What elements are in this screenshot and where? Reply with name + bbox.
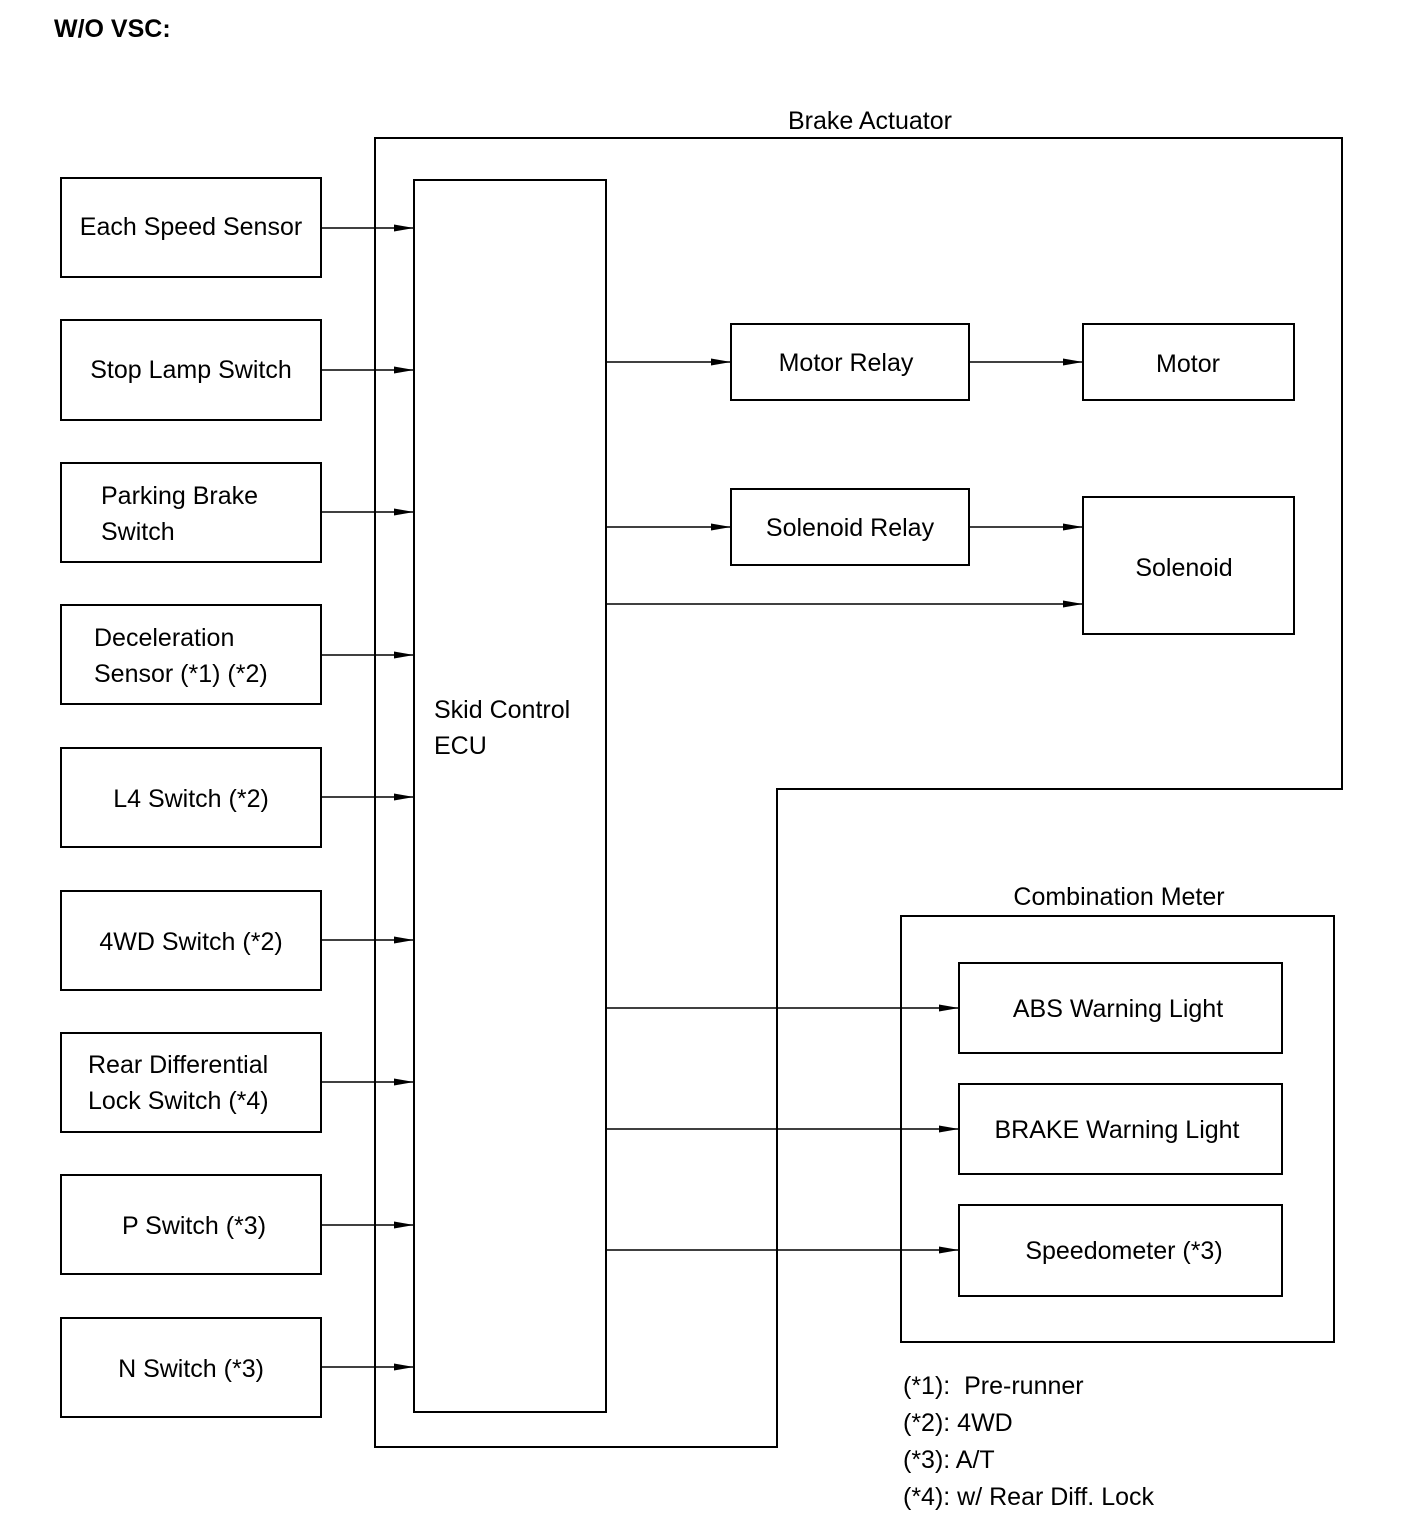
input-rear-differential-lock-switch: Rear Differential Lock Switch (*4) (60, 1032, 414, 1133)
brake-warning-light: BRAKE Warning Light (958, 1083, 1283, 1175)
motor-relay: Motor Relay (730, 323, 970, 401)
input-p-switch: P Switch (*3) (60, 1174, 414, 1275)
note-2: (*2): 4WD (903, 1409, 1013, 1437)
input-label-line1: Deceleration (94, 624, 234, 652)
combination-meter-label: Combination Meter (1013, 883, 1224, 911)
abs-warning-light: ABS Warning Light (958, 962, 1283, 1054)
skid-control-ecu-box (413, 179, 607, 1413)
solenoid-label: Solenoid (1135, 554, 1232, 582)
brake-actuator-label: Brake Actuator (788, 107, 952, 135)
input-label: N Switch (*3) (118, 1355, 264, 1383)
solenoid-relay: Solenoid Relay (730, 488, 970, 566)
input-deceleration-sensor: Deceleration Sensor (*1) (*2) (60, 604, 414, 705)
motor: Motor (1082, 323, 1295, 401)
input-label: L4 Switch (*2) (113, 785, 269, 813)
ecu-label-line2: ECU (434, 732, 487, 760)
diagram-title: W/O VSC: (54, 15, 171, 43)
meter-item-label: ABS Warning Light (1013, 995, 1223, 1023)
input-label-line1: Rear Differential (88, 1051, 268, 1079)
input-label-line2: Switch (101, 518, 175, 546)
motor-relay-label: Motor Relay (779, 349, 914, 377)
input-stop-lamp-switch: Stop Lamp Switch (60, 319, 414, 421)
meter-item-label: BRAKE Warning Light (994, 1116, 1239, 1144)
ecu-label-line1: Skid Control (434, 696, 570, 724)
input-label: 4WD Switch (*2) (99, 928, 282, 956)
solenoid-relay-label: Solenoid Relay (766, 514, 935, 542)
input-label-line2: Lock Switch (*4) (88, 1087, 269, 1115)
motor-label: Motor (1156, 350, 1220, 378)
note-3: (*3): A/T (903, 1446, 995, 1474)
solenoid: Solenoid (1082, 496, 1295, 635)
input-parking-brake-switch: Parking Brake Switch (60, 462, 414, 563)
input-label: Stop Lamp Switch (90, 356, 292, 384)
input-l4-switch: L4 Switch (*2) (60, 747, 414, 848)
note-4: (*4): w/ Rear Diff. Lock (903, 1483, 1155, 1511)
speedometer: Speedometer (*3) (958, 1204, 1283, 1297)
brake-actuator-outline (374, 137, 1343, 1448)
input-n-switch: N Switch (*3) (60, 1317, 414, 1418)
input-each-speed-sensor: Each Speed Sensor (60, 177, 414, 278)
input-label-line1: Parking Brake (101, 482, 258, 510)
input-label-line2: Sensor (*1) (*2) (94, 660, 268, 688)
input-label: P Switch (*3) (122, 1212, 266, 1240)
note-1: (*1): Pre-runner (903, 1372, 1084, 1400)
input-4wd-switch: 4WD Switch (*2) (60, 890, 414, 991)
meter-item-label: Speedometer (*3) (1025, 1237, 1222, 1265)
input-label: Each Speed Sensor (80, 213, 302, 241)
